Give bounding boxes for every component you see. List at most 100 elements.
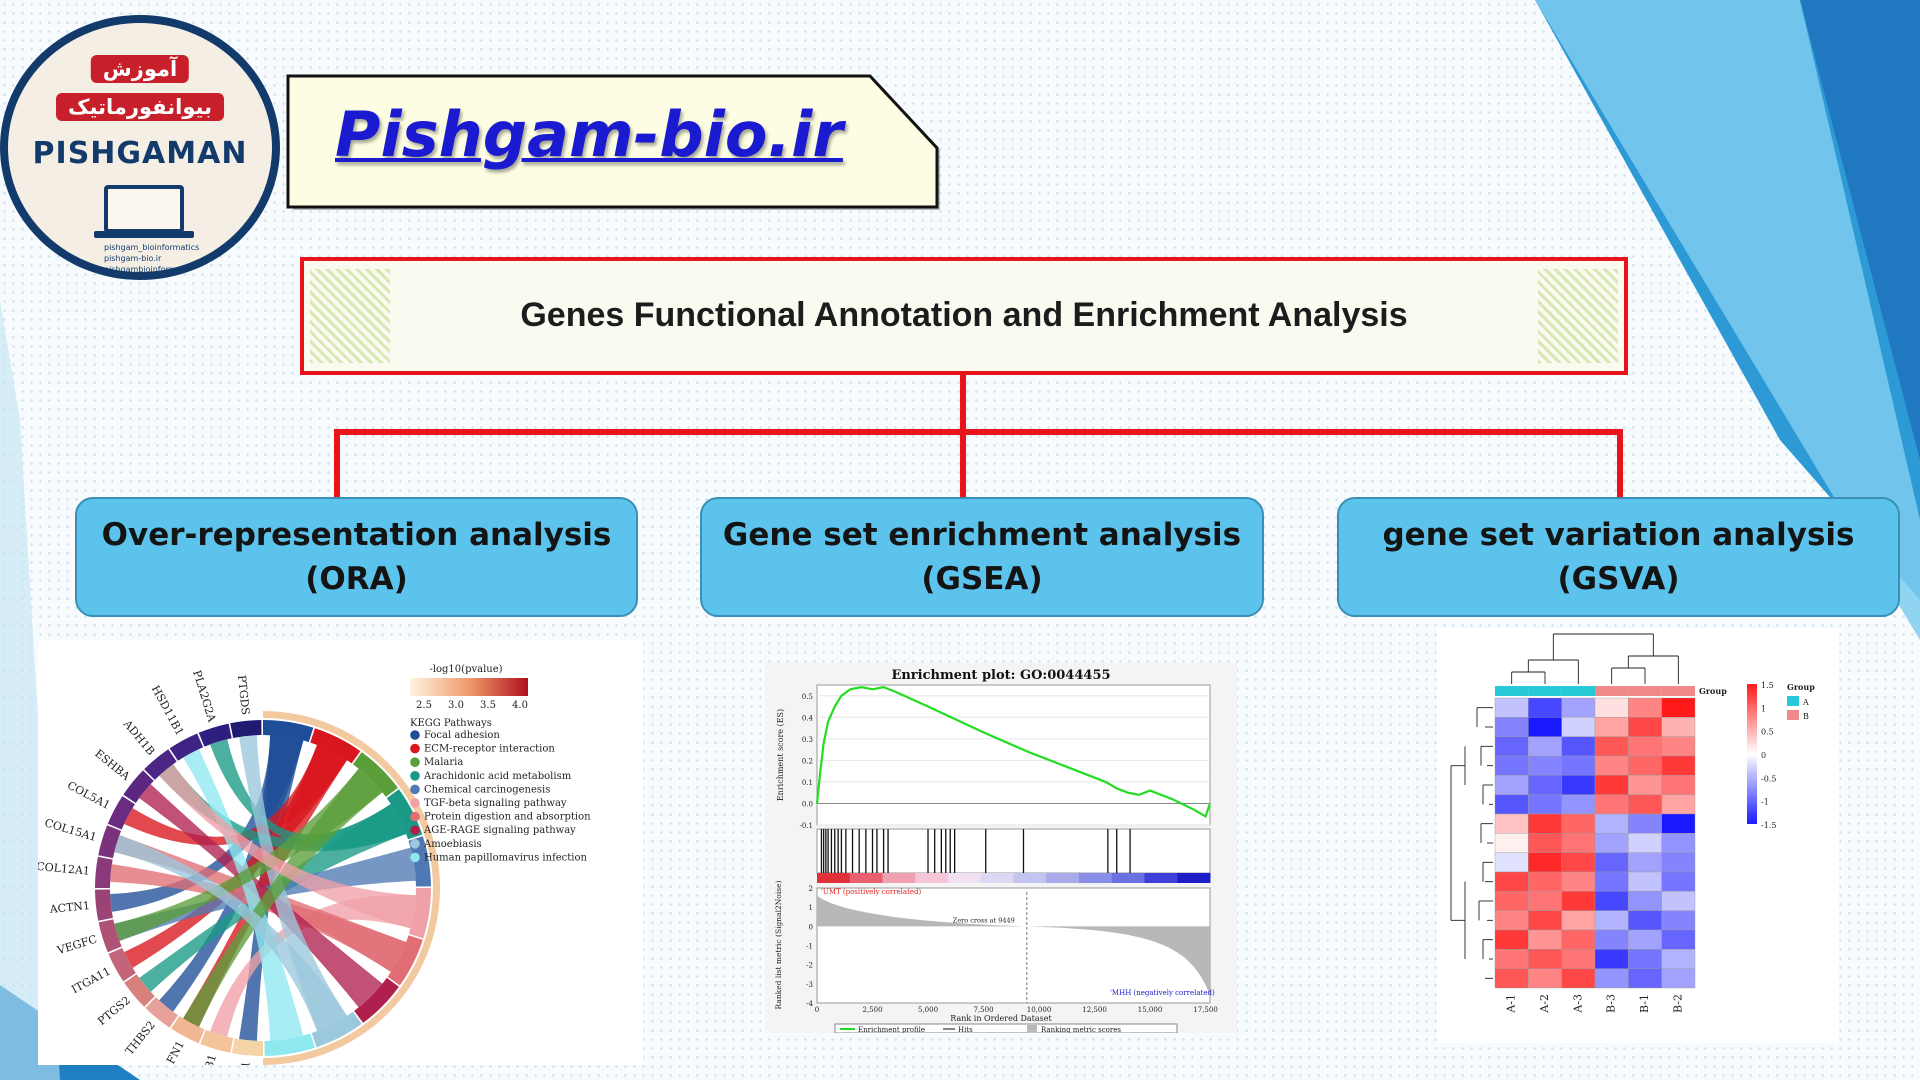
heatmap-cell	[1561, 794, 1596, 815]
gsea-xtick: 7,500	[974, 1006, 994, 1014]
heatmap-cell	[1661, 968, 1696, 989]
heatmap-cell	[1494, 949, 1529, 969]
heatmap-legend-label: A	[1802, 698, 1809, 707]
heatmap-cell	[1494, 813, 1529, 834]
heatmap-column-label: A-3	[1571, 994, 1584, 1014]
heatmap-scale-tick: 0.5	[1761, 728, 1774, 737]
heatmap-cell	[1561, 929, 1596, 950]
heatmap-cell	[1594, 949, 1629, 969]
gsea-xtick: 15,000	[1138, 1006, 1163, 1014]
chord-gene-arc	[231, 1038, 263, 1056]
chord-legend-swatch	[410, 784, 420, 795]
heatmap-scale-tick: -0.5	[1761, 774, 1776, 783]
heatmap-cell	[1628, 717, 1662, 737]
gsea-ytick: 0.5	[802, 693, 813, 701]
gsea-legend-hits: Hits	[958, 1026, 973, 1033]
heatmap-cell	[1494, 717, 1529, 737]
heatmap-cell	[1528, 852, 1562, 873]
chord-legend-swatch	[410, 743, 420, 754]
heatmap-cell	[1661, 891, 1696, 911]
logo-contact-1: pishgam_bioinformatics	[104, 243, 200, 252]
laptop-icon	[104, 185, 184, 233]
gsea-color-bar-segment	[980, 873, 1014, 883]
heatmap-cell	[1594, 697, 1629, 718]
chord-gene-label: HSD11B1	[149, 683, 187, 738]
heatmap-cell	[1661, 755, 1696, 776]
gsea-ytick: -0.1	[800, 822, 814, 830]
gsea-color-bar-segment	[915, 873, 949, 883]
chord-pathway-arc	[354, 977, 399, 1023]
heatmap-cell	[1628, 755, 1662, 776]
site-title-link[interactable]: Pishgam-bio.ir	[335, 98, 843, 171]
chord-gene-arc	[124, 974, 155, 1007]
heatmap-group-cell	[1628, 686, 1662, 696]
heatmap-cell	[1661, 736, 1696, 757]
method-gsea-line1: Gene set enrichment analysis	[722, 517, 1242, 553]
heatmap-cell	[1494, 968, 1529, 989]
chord-ribbon	[183, 768, 383, 1027]
heatmap-cell	[1528, 968, 1562, 989]
chord-legend-swatch	[410, 839, 420, 849]
heatmap-cell	[1594, 813, 1629, 834]
heatmap-cell	[1528, 929, 1562, 950]
method-box-gsea[interactable]: Gene set enrichment analysis (GSEA)	[700, 497, 1264, 617]
chord-legend-item: TGF-beta signaling pathway	[424, 798, 567, 809]
method-box-gsva[interactable]: gene set variation analysis (GSVA)	[1337, 497, 1900, 617]
heatmap-cell	[1494, 833, 1529, 853]
heatmap-cell	[1494, 697, 1529, 718]
heatmap-cell	[1494, 910, 1529, 931]
gsea-xlabel: Rank in Ordered Dataset	[950, 1014, 1052, 1023]
gsea-xtick: 10,000	[1027, 1006, 1052, 1014]
heatmap-cell	[1561, 717, 1596, 737]
chord-ribbon	[124, 744, 348, 846]
method-gsva-line1: gene set variation analysis	[1382, 517, 1855, 553]
chord-legend-swatch	[410, 771, 420, 781]
chord-legend-scale	[410, 678, 528, 696]
logo: آموزش بیوانفورماتیک PISHGAMAN pishgam_bi…	[0, 15, 280, 280]
gsea-ranked-ytick: -1	[806, 943, 813, 951]
chord-legend-swatch	[410, 757, 420, 767]
heatmap-cell	[1561, 968, 1596, 989]
chord-legend-swatch	[410, 825, 420, 835]
chord-legend-title: -log10(pvalue)	[429, 664, 502, 675]
chord-gene-arc	[171, 1016, 205, 1044]
heatmap-group-label: Group	[1699, 686, 1727, 696]
gsea-ytick: 0.2	[802, 757, 813, 765]
chord-ribbon	[139, 784, 383, 1008]
heatmap-cell	[1528, 949, 1562, 969]
gsea-ranked-ytick: -3	[806, 981, 813, 989]
chord-legend-tick: 2.5	[416, 700, 432, 711]
heatmap-cell	[1661, 949, 1696, 969]
heatmap-cell	[1561, 813, 1596, 834]
gsea-ranked-area	[816, 887, 1211, 1004]
logo-persian-line-1: آموزش	[90, 55, 190, 83]
heatmap-cell	[1494, 794, 1529, 815]
heatmap-cell	[1528, 697, 1562, 718]
heatmap-cell	[1594, 891, 1629, 911]
heatmap-cell	[1561, 775, 1596, 795]
gsea-xtick: 12,500	[1082, 1006, 1107, 1014]
heatmap-cell	[1628, 736, 1662, 757]
chord-legend-item: ECM-receptor interaction	[424, 744, 555, 755]
chord-legend-item: AGE-RAGE signaling pathway	[423, 825, 576, 836]
heatmap-color-scale	[1747, 684, 1757, 824]
chord-gene-label: FN1	[164, 1039, 187, 1065]
gsea-ylabel: Enrichment score (ES)	[776, 709, 785, 801]
chord-gene-label: COL5A1	[65, 779, 112, 812]
chord-pathway-arc	[352, 752, 398, 797]
method-gsva-line2: (GSVA)	[1557, 561, 1680, 597]
method-box-ora[interactable]: Over-representation analysis (ORA)	[75, 497, 638, 617]
gsea-ranked-ylabel: Ranked list metric (Signal2Noise)	[774, 880, 783, 1009]
method-ora-line2: (ORA)	[305, 561, 408, 597]
heatmap-scale-tick: -1	[1761, 798, 1769, 807]
gsea-ranked-metric	[817, 895, 1210, 996]
heatmap-column-label: A-1	[1505, 994, 1518, 1014]
chord-legend-item: Chemical carcinogenesis	[424, 784, 550, 795]
heatmap-cell	[1528, 833, 1562, 853]
chord-gene-arc	[198, 723, 232, 747]
gsea-color-bar-segment	[849, 873, 883, 883]
gsea-ranked-ytick: 1	[809, 904, 813, 912]
heatmap-cell	[1661, 717, 1696, 737]
chord-pathway-arc	[310, 728, 361, 764]
chord-gene-label: TGFB1	[196, 1053, 220, 1065]
